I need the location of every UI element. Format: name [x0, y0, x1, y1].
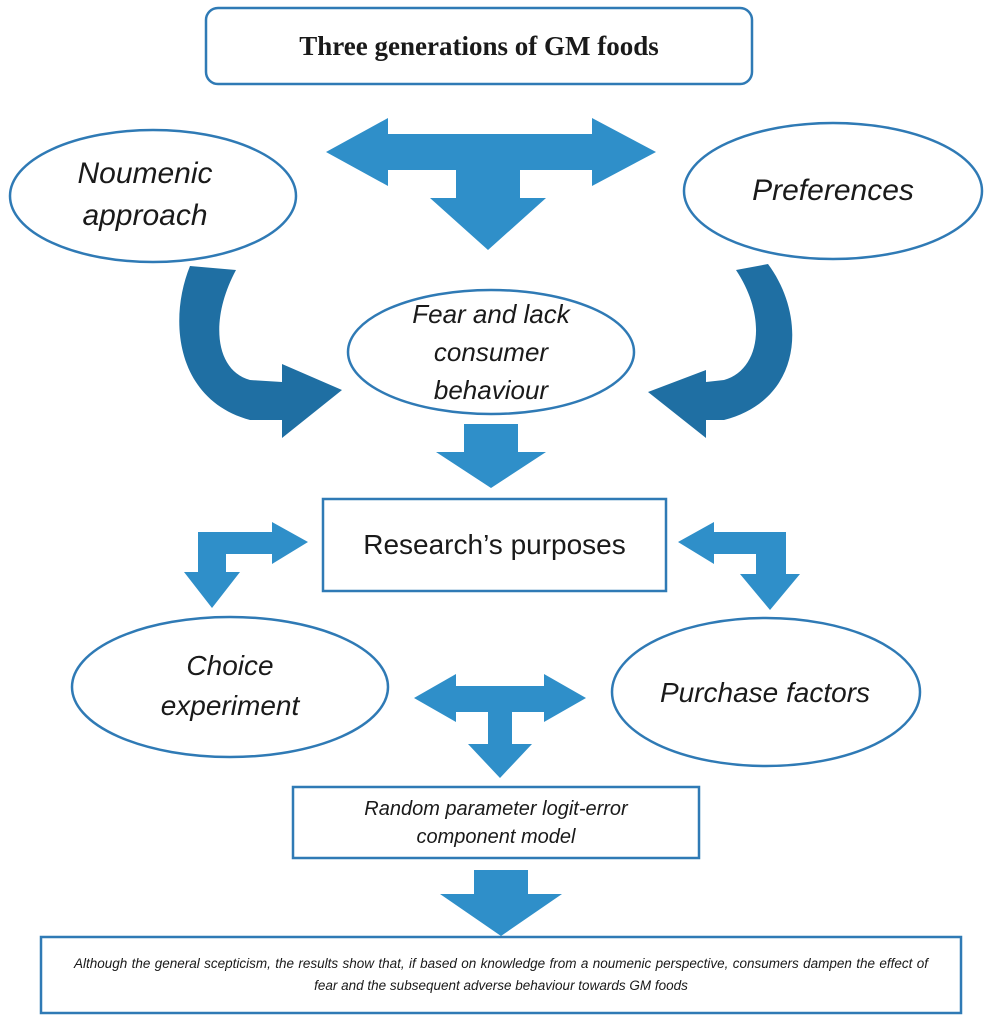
- preferences-ellipse: [682, 121, 984, 261]
- title-box: [204, 6, 754, 86]
- right-elbow-arrow: [678, 522, 800, 610]
- left-elbow-arrow: [184, 522, 308, 608]
- purchase-ellipse: [610, 616, 922, 768]
- research-box: [321, 497, 668, 593]
- down-arrow-conclusion: [440, 870, 562, 936]
- middle-t-arrow: [414, 674, 586, 778]
- title-text: Three generations of GM foods: [299, 30, 659, 61]
- noumenic-text: Noumenic approach: [77, 157, 213, 232]
- conclusion-text: Although the general scepticism, the res…: [74, 956, 928, 993]
- choice-text: Choice experiment: [160, 650, 300, 721]
- down-arrow-research: [436, 424, 546, 488]
- choice-ellipse: [70, 615, 390, 759]
- noumenic-ellipse: [8, 128, 298, 264]
- preferences-text: Preferences: [752, 174, 914, 207]
- purchase-text: Purchase factors: [659, 677, 871, 708]
- fear-text: Fear and lack consumer behaviour: [412, 299, 570, 405]
- left-curved-arrow: [179, 266, 342, 438]
- research-text: Research’s purposes: [363, 529, 626, 560]
- model-box: [291, 785, 701, 860]
- model-text: Random parameter logit-error component m…: [364, 798, 628, 848]
- fear-ellipse: [346, 288, 636, 416]
- top-t-arrow: [326, 118, 656, 250]
- conclusion-box: [39, 935, 963, 1015]
- right-curved-arrow: [648, 264, 793, 438]
